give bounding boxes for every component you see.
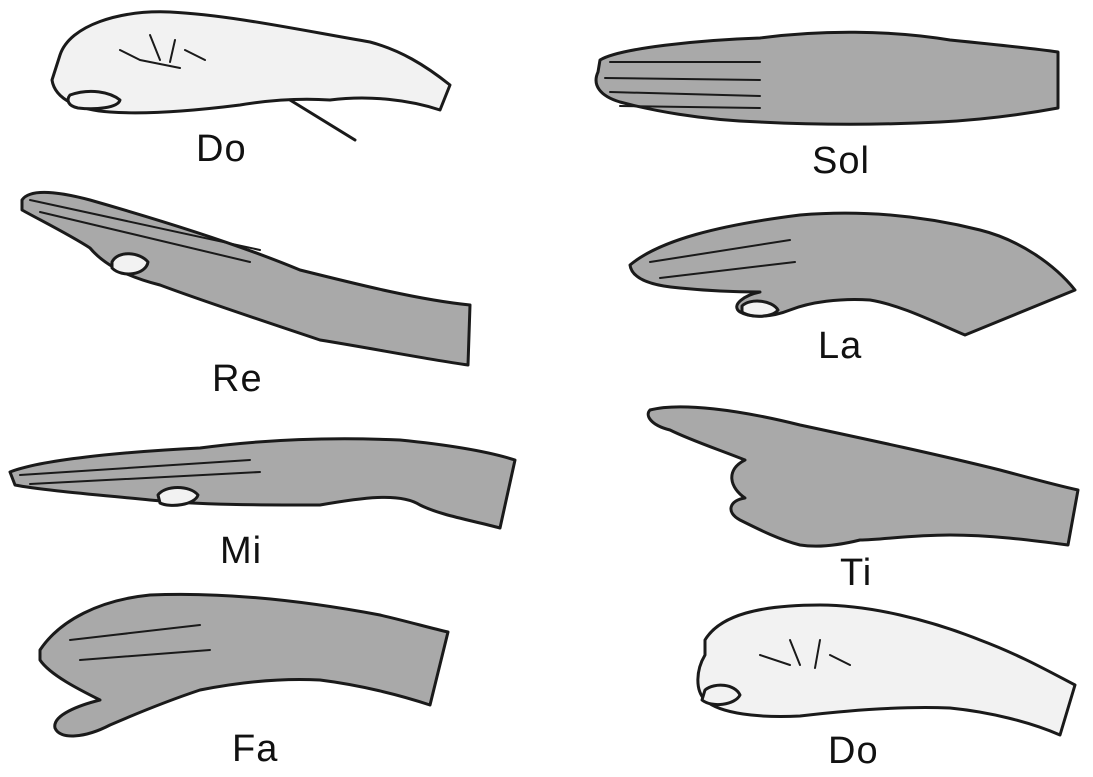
sign-label-la: La [818, 325, 862, 368]
open-palm-hand-icon [596, 32, 1058, 124]
thumb-down-hand-icon [40, 594, 448, 736]
slanted-flat-hand-icon [22, 192, 470, 365]
flat-hand-horizontal-icon [10, 439, 515, 528]
sign-label-sol: Sol [812, 140, 870, 183]
sign-label-mi: Mi [220, 530, 262, 573]
sign-label-fa: Fa [232, 728, 278, 771]
fist-hand-icon [698, 605, 1075, 735]
fist-hand-icon [52, 12, 450, 140]
pointing-hand-icon [648, 407, 1078, 546]
drooping-hand-icon [630, 213, 1075, 335]
sign-label-do-top: Do [196, 128, 247, 171]
sign-label-re: Re [212, 358, 263, 401]
sign-label-do-bottom: Do [828, 730, 879, 773]
sign-label-ti: Ti [840, 552, 872, 595]
